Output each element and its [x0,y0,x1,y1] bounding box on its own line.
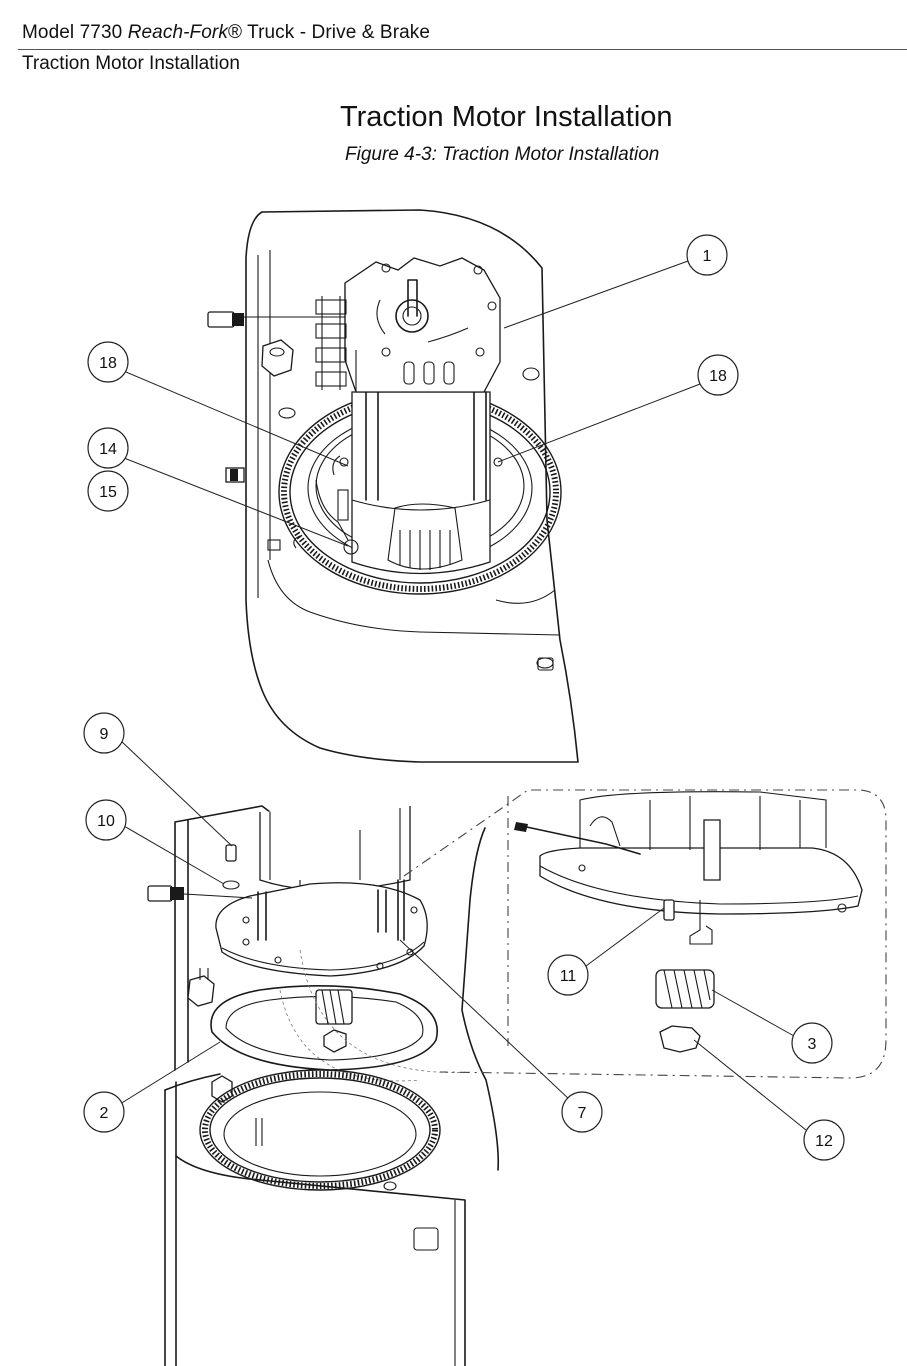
callout-3: 3 [791,1022,833,1064]
upper-sensor-connector [207,311,345,483]
lower-pinion-gear [315,989,353,1053]
page-title: Traction Motor Installation [340,101,673,133]
leader-lines [119,260,807,1131]
callout-9: 9 [83,712,125,754]
header-model-name: Reach-Fork [127,22,228,43]
callout-1: 1 [686,234,728,276]
callout-12: 12 [803,1119,845,1161]
document-header-section: Traction Motor Installation [22,53,240,74]
detail-pinion-gear [655,969,715,1009]
header-model-suffix: ® Truck - Drive & Brake [227,22,431,43]
callout-11: 11 [547,954,589,996]
svg-text:3: 3 [808,1036,817,1053]
svg-text:18: 18 [99,355,117,372]
figure-caption: Figure 4-3: Traction Motor Installation [345,144,660,165]
callout-14: 14 [87,427,129,469]
svg-text:9: 9 [100,726,109,743]
upper-assembly-view [207,209,579,763]
svg-text:1: 1 [703,248,712,265]
callout-7: 7 [561,1091,603,1133]
upper-hex-nut [261,339,294,377]
callout-2: 2 [83,1091,125,1133]
svg-text:14: 14 [99,441,117,458]
lower-sensor-connector [147,885,253,902]
svg-text:10: 10 [97,813,115,830]
callout-10: 10 [85,799,127,841]
callout-15: 15 [87,470,129,512]
svg-text:7: 7 [578,1105,587,1122]
svg-text:15: 15 [99,484,117,501]
header-rule [18,49,907,50]
svg-text:18: 18 [709,368,727,385]
svg-text:2: 2 [100,1105,109,1122]
detail-inset-view [514,791,863,1053]
header-model-prefix: Model 7730 [22,22,128,43]
document-header-model: Model 7730 Reach-Fork® Truck - Drive & B… [22,22,430,44]
svg-text:11: 11 [560,968,577,985]
callout-18-right: 18 [697,354,739,396]
callout-18-left: 18 [87,341,129,383]
svg-text:12: 12 [815,1133,833,1150]
lower-exploded-view [147,789,887,1366]
